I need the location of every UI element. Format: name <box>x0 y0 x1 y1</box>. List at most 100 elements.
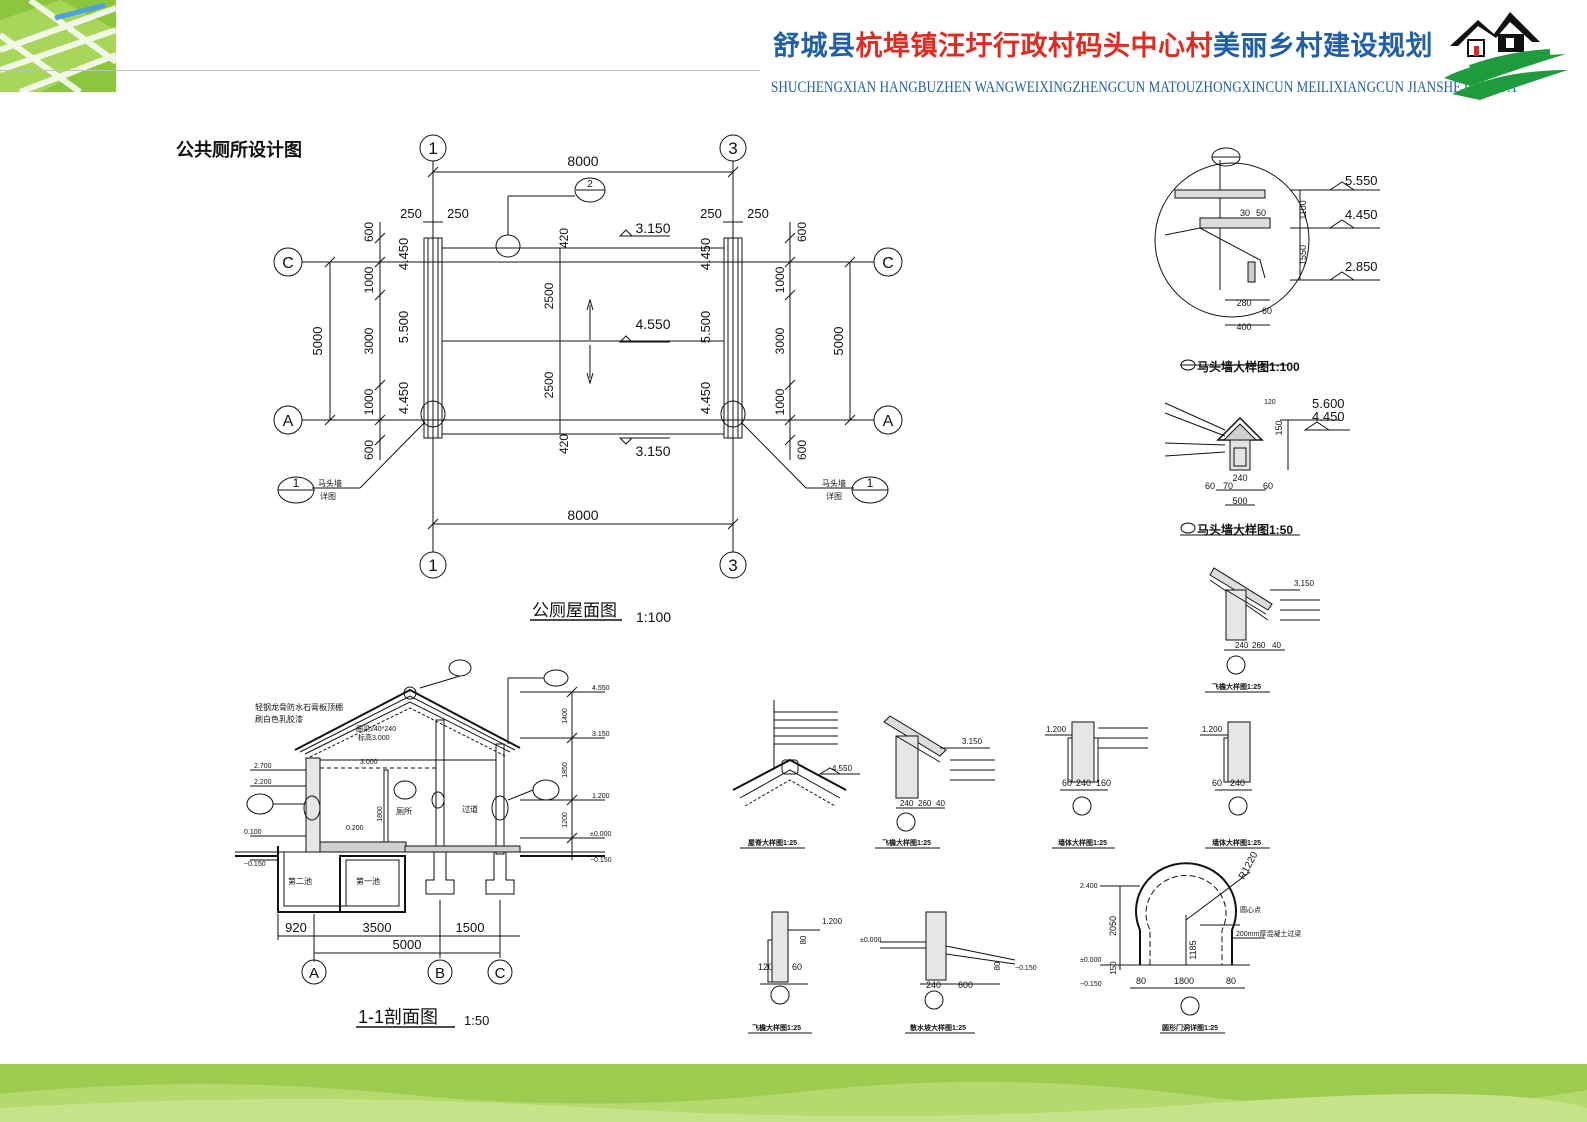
axis-c-right: C <box>882 255 894 272</box>
detail-eave-1 <box>1205 567 1320 693</box>
title-village: 杭埠镇汪圩行政村码头中心村 <box>855 31 1213 62</box>
section-el-3000: 3.000 <box>360 759 378 766</box>
dim-1000-lt: 1000 <box>362 266 376 293</box>
dim-600-lb: 600 <box>362 440 376 460</box>
detail-d-150: 150 <box>1274 420 1284 435</box>
section-dim-920: 920 <box>285 920 307 935</box>
detail-d-600-apron: 600 <box>958 980 973 990</box>
detail-d-120-e3: 120 <box>758 962 773 972</box>
detail-el-1200-w1: 1.200 <box>1046 725 1067 734</box>
section-dim-1200: 1200 <box>562 812 569 828</box>
detail-d-30: 30 <box>1240 208 1250 218</box>
dim-1000-lb: 1000 <box>362 388 376 415</box>
detail-d-50: 50 <box>1256 208 1266 218</box>
detail-title-eave-1: 飞檐大样图1:25 <box>1212 682 1261 691</box>
dim-5000-right: 5000 <box>831 327 846 356</box>
el-3150-top: 3.150 <box>635 220 670 236</box>
callout-left-detail: 详图 <box>320 491 336 501</box>
detail-wall-1 <box>1045 721 1148 849</box>
callout-right-detail: 详图 <box>826 491 842 501</box>
detail-d-60-c: 60 <box>1263 481 1273 491</box>
roof-plan-scale: 1:100 <box>636 609 671 625</box>
detail-eave-2 <box>875 715 995 849</box>
dim-600-lt: 600 <box>362 222 376 242</box>
section-el-0100: 0.100 <box>244 829 262 836</box>
detail-title-apron: 散水坡大样图1:25 <box>910 1023 966 1032</box>
section-el-0200: 0.200 <box>346 825 364 832</box>
callout-right-wall: 马头墙 <box>822 478 846 488</box>
detail-el-4550-ridge: 4.550 <box>832 764 853 773</box>
section-room-corridor: 过道 <box>462 804 478 814</box>
detail-el-3150-eave2: 3.150 <box>962 737 983 746</box>
section-dim-1500: 1500 <box>456 920 485 935</box>
section-dim-1850: 1850 <box>562 762 569 778</box>
detail-d-80-arch-l: 80 <box>1136 976 1146 986</box>
title-county: 舒城县 <box>773 31 856 62</box>
dim-2500-bottom: 2500 <box>542 371 556 398</box>
detail-d-260-a: 260 <box>1252 641 1266 650</box>
detail-d-280: 280 <box>1236 298 1251 308</box>
detail-d-240-w2: 240 <box>1230 778 1245 788</box>
detail-d-1100: 1100 <box>1298 200 1308 219</box>
detail-d-240-w1: 240 <box>1076 778 1091 788</box>
detail-d-2050: 2050 <box>1108 916 1118 936</box>
detail-title-ridge: 屋脊大样图1:25 <box>748 838 797 847</box>
detail-d-1550: 1550 <box>1298 245 1308 265</box>
axis-3-top: 3 <box>728 139 737 158</box>
dim-1000-rt: 1000 <box>773 266 787 293</box>
section-el-2700: 2.700 <box>254 763 272 770</box>
section-1-1 <box>235 659 605 1028</box>
detail-el-5550: 5.550 <box>1345 173 1378 188</box>
section-el-0000: ±0.000 <box>590 831 611 838</box>
el-3150-bottom: 3.150 <box>635 443 670 459</box>
dim-420-bottom: 420 <box>557 434 571 454</box>
section-el-m0150-l: −0.150 <box>244 861 266 868</box>
dim-8000-top: 8000 <box>567 153 598 169</box>
section-beam-el: 标高3.000 <box>358 733 390 742</box>
detail-apron <box>880 911 1016 1034</box>
roof-plan-title: 公厕屋面图 <box>532 601 617 620</box>
detail-el-2850: 2.850 <box>1345 259 1378 274</box>
detail-d-150-arch: 150 <box>1109 961 1118 975</box>
village-logo-icon <box>1444 12 1568 100</box>
detail-d-160: 160 <box>1096 778 1111 788</box>
detail-ridge <box>732 700 860 849</box>
axis-c-left: C <box>282 255 294 272</box>
axis-3-bottom: 3 <box>728 556 737 575</box>
section-el-m0150-r: −0.150 <box>590 857 612 864</box>
detail-el-0000-apron: ±0.000 <box>860 937 881 944</box>
section-el-2200: 2.200 <box>254 779 272 786</box>
detail-d-240-apron: 240 <box>926 980 941 990</box>
project-title: 舒城县杭埠镇汪圩行政村码头中心村美丽乡村建设规划 <box>773 24 1433 63</box>
axis-1-top: 1 <box>428 139 437 158</box>
dim-250-c: 250 <box>700 206 722 221</box>
page-title: 公共厕所设计图 <box>176 140 302 161</box>
dim-420-top: 420 <box>557 228 571 248</box>
el-4450-lt: 4.450 <box>396 238 411 271</box>
el-4450-rt: 4.450 <box>698 238 713 271</box>
section-dim-1800: 1800 <box>377 806 384 822</box>
callout-num-right: 1 <box>867 476 874 490</box>
section-room-toilet: 厕所 <box>396 806 412 816</box>
detail-d-1185: 1185 <box>1188 940 1198 959</box>
axis-a-left: A <box>283 413 294 430</box>
section-beam-note: 圈梁240*240 <box>356 724 396 733</box>
detail-d-60-w1a: 60 <box>1062 778 1072 788</box>
section-axis-b: B <box>435 965 445 982</box>
title-plan: 美丽乡村建设规划 <box>1213 31 1433 62</box>
dim-5000-left: 5000 <box>310 327 325 356</box>
detail-d-80-e3: 80 <box>799 935 808 944</box>
detail-d-400: 400 <box>1236 322 1251 332</box>
detail-title-wall-1: 墙体大样图1:25 <box>1058 838 1107 847</box>
section-dim-5000: 5000 <box>393 937 422 952</box>
el-4450-lb: 4.450 <box>396 382 411 415</box>
section-dim-1400: 1400 <box>562 708 569 724</box>
detail-d-40-b: 40 <box>936 799 945 808</box>
detail-d-60-e3: 60 <box>792 962 802 972</box>
detail-d-1800-arch: 1800 <box>1174 976 1194 986</box>
callout-num-left: 1 <box>293 476 300 490</box>
section-scale: 1:50 <box>464 1013 489 1028</box>
detail-el-m0150-arch: −0.150 <box>1080 981 1102 988</box>
detail-el-1200-e3: 1.200 <box>822 917 843 926</box>
detail-d-60-b: 60 <box>1205 481 1215 491</box>
